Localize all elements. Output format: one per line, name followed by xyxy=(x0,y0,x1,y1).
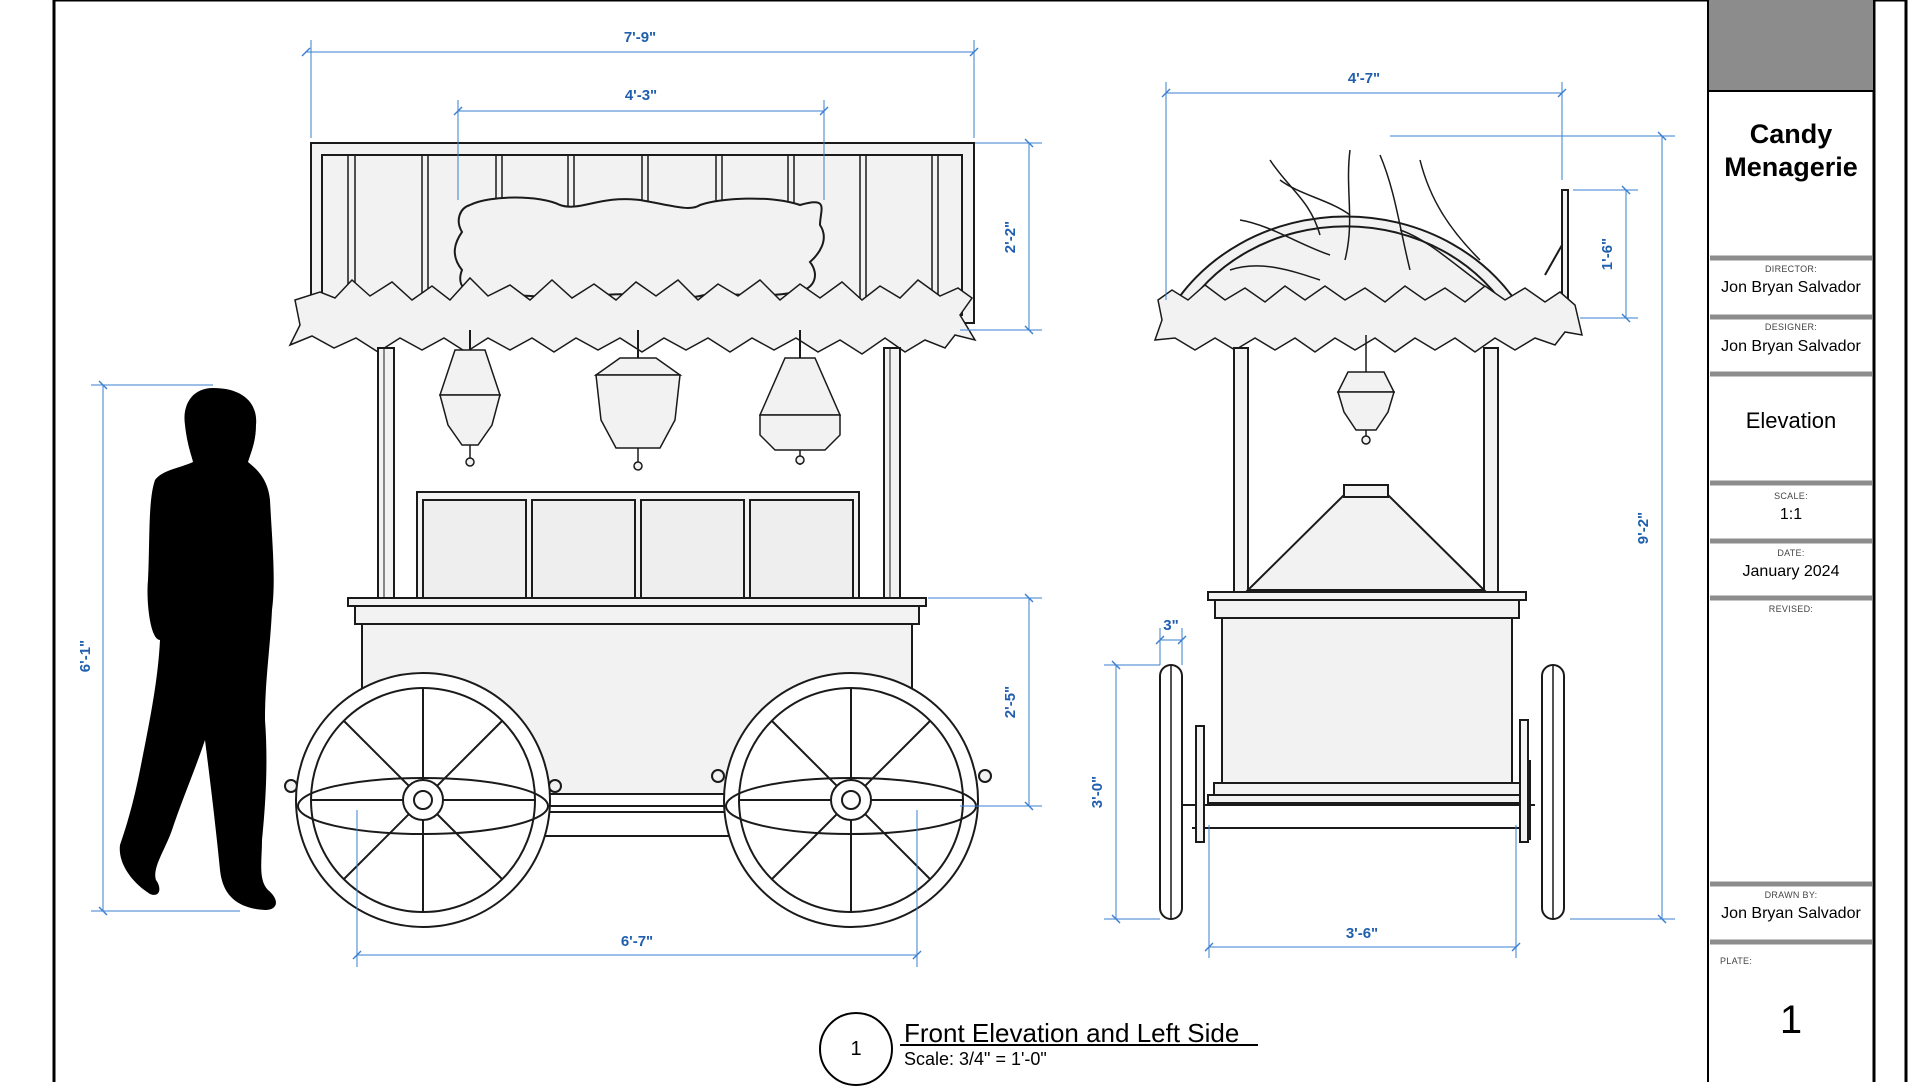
dim-front-sign-width: 4'-3" xyxy=(625,87,657,104)
title-block: Candy Menagerie DIRECTOR: Jon Bryan Salv… xyxy=(1708,0,1874,1082)
plate-number: 1 xyxy=(1779,998,1803,1042)
designer-value: Jon Bryan Salvador xyxy=(1721,338,1861,355)
sheet-title: Elevation xyxy=(1745,408,1837,433)
title-block-header xyxy=(1709,0,1873,91)
dim-front-overall-width: 7'-9" xyxy=(624,29,656,46)
front-valance xyxy=(288,276,977,355)
director-value: Jon Bryan Salvador xyxy=(1721,279,1861,296)
dim-side-wheel-height: 3'-0" xyxy=(1089,776,1106,808)
dim-front-counter-height: 2'-5" xyxy=(1002,686,1019,718)
lantern xyxy=(438,330,502,467)
sheet-border xyxy=(52,0,1908,1082)
dim-front-canopy-height: 2'-2" xyxy=(1002,221,1019,253)
human-silhouette xyxy=(119,388,276,910)
dimension-lines xyxy=(91,40,1675,967)
front-elevation-cart xyxy=(284,142,992,928)
dimension-labels: 7'-9" 4'-3" 2'-2" 2'-5" 6'-7" 6'-1" 4'-7… xyxy=(77,29,1652,950)
drawing-scale: Scale: 3/4" = 1'-0" xyxy=(904,1049,1047,1069)
dim-figure-height: 6'-1" xyxy=(77,640,94,672)
dim-side-total-height: 9'-2" xyxy=(1635,512,1652,544)
side-valance xyxy=(1153,284,1583,353)
drawing-title: Front Elevation and Left Side xyxy=(904,1018,1240,1048)
drawing-number-bubble: 1 xyxy=(819,1012,893,1086)
dim-side-arch-height: 1'-6" xyxy=(1599,238,1616,270)
project-title: Candy Menagerie xyxy=(1724,119,1858,182)
sign-cloud xyxy=(453,196,825,299)
drawn-by-label: DRAWN BY: xyxy=(1764,890,1818,900)
date-label: DATE: xyxy=(1777,548,1805,558)
date-value: January 2024 xyxy=(1742,563,1840,580)
lantern xyxy=(1336,335,1396,445)
title-block-frame xyxy=(1707,0,1876,1082)
dim-side-base-width: 3'-6" xyxy=(1346,925,1378,942)
front-wheel-left xyxy=(295,672,551,928)
front-wheel-right xyxy=(723,672,979,928)
dim-front-base-width: 6'-7" xyxy=(621,933,653,950)
scale-label: SCALE: xyxy=(1774,491,1808,501)
scale-value: 1:1 xyxy=(1779,506,1803,523)
lantern xyxy=(758,330,842,465)
lantern xyxy=(593,330,683,471)
designer-label: DESIGNER: xyxy=(1764,322,1818,332)
drawn-by-value: Jon Bryan Salvador xyxy=(1721,905,1861,922)
plate-label: PLATE: xyxy=(1720,956,1753,966)
dim-side-wheel-width: 3" xyxy=(1163,617,1178,634)
dim-side-overall-width: 4'-7" xyxy=(1348,70,1380,87)
director-label: DIRECTOR: xyxy=(1764,264,1818,274)
side-elevation-cart xyxy=(1153,149,1583,920)
revised-label: REVISED: xyxy=(1768,604,1814,614)
